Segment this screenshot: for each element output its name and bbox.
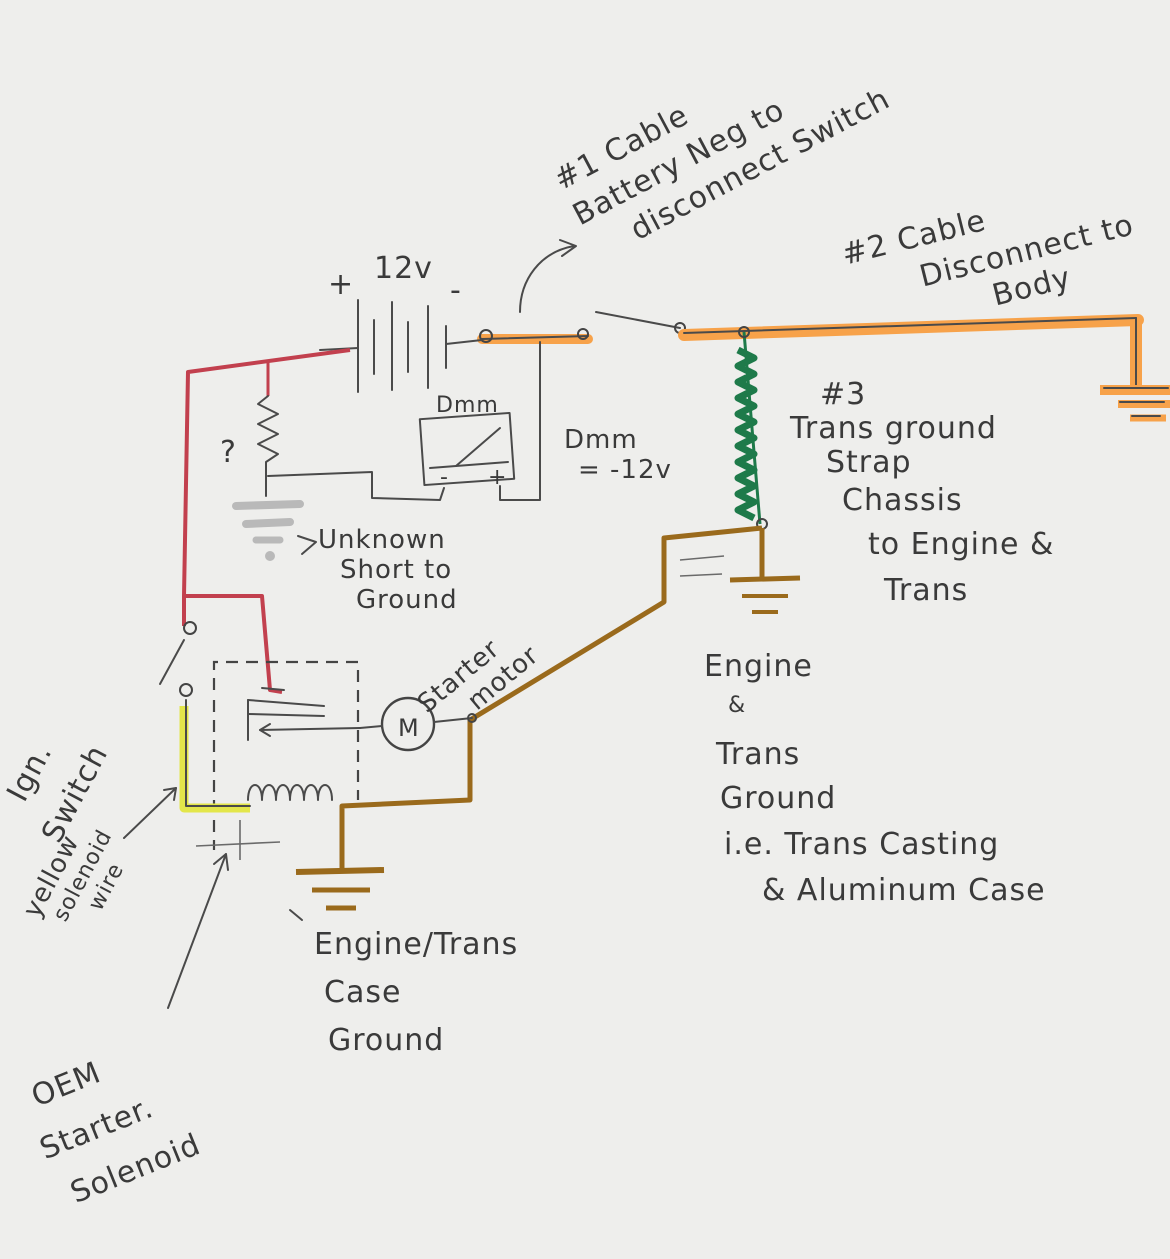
starter-solenoid-symbol (195, 660, 361, 860)
eng-ground-line6: & Aluminum Case (762, 873, 1046, 908)
strap-line6: Trans (883, 573, 968, 608)
dmm-minus-terminal: - (440, 465, 449, 490)
eng-ground-line5: i.e. Trans Casting (724, 827, 999, 862)
trans-strap-label: #3 Trans ground Strap Chassis to Engine … (789, 377, 1054, 608)
dmm-meter-box (267, 341, 541, 501)
case-ground-symbol (295, 867, 385, 911)
case-ground-line3: Ground (328, 1023, 444, 1058)
battery-minus-label: - (450, 273, 462, 308)
yellow-solenoid-wire (179, 699, 251, 813)
eng-ground-line2: & (728, 693, 746, 718)
case-ground-label: Engine/Trans Case Ground (314, 927, 518, 1058)
eng-ground-line1: Engine (704, 649, 813, 684)
motor-m-label: M (398, 714, 420, 742)
red-positive-wire (182, 348, 351, 694)
eng-ground-line3: Trans (715, 737, 800, 772)
strap-line1: #3 (820, 377, 866, 412)
cable-1-label: #1 Cable Battery Neg to disconnect Switc… (548, 81, 895, 247)
unknown-short-label: Unknown Short to Ground (318, 525, 458, 615)
battery-voltage-label: 12v (374, 251, 433, 286)
strap-line4: Chassis (842, 483, 963, 518)
dmm-box-label: Dmm (436, 393, 499, 418)
unknown-question-mark: ? (220, 435, 237, 470)
cable-1-pointer-arrow (519, 239, 577, 313)
brown-engine-ground-path (339, 525, 801, 870)
dmm-plus-terminal: + (488, 465, 507, 490)
yellow-wire-pointer-arrow (123, 787, 177, 839)
case-ground-line2: Case (324, 975, 401, 1010)
eng-ground-line4: Ground (720, 781, 836, 816)
battery-plus-label: + (328, 267, 354, 302)
short-line3: Ground (356, 585, 458, 615)
engine-trans-ground-label: Engine & Trans Ground i.e. Trans Casting… (704, 649, 1046, 908)
strap-line3: Strap (826, 445, 912, 480)
short-line1: Unknown (318, 525, 446, 555)
cable-1-battery-neg-to-disconnect (477, 328, 593, 344)
unknown-resistance-symbol (257, 395, 279, 497)
ignition-switch-symbol (159, 621, 197, 697)
strap-line2: Trans ground (789, 411, 997, 446)
dmm-reading-line1: Dmm (564, 425, 638, 455)
short-line2: Short to (340, 555, 452, 585)
strap-line5: to Engine & (868, 527, 1054, 562)
cable-2-disconnect-to-body (678, 314, 1170, 422)
short-pointer-arrow (297, 535, 317, 555)
battery-symbol (319, 299, 483, 393)
green-trans-ground-strap (734, 326, 768, 530)
silver-short-ground-symbol (232, 500, 304, 561)
case-ground-line1: Engine/Trans (314, 927, 518, 962)
oem-solenoid-pointer-arrow (167, 853, 229, 1009)
dmm-reading-line2: = -12v (578, 455, 672, 485)
starter-motor-symbol (359, 696, 477, 752)
case-ground-pointer-tick (289, 909, 303, 921)
